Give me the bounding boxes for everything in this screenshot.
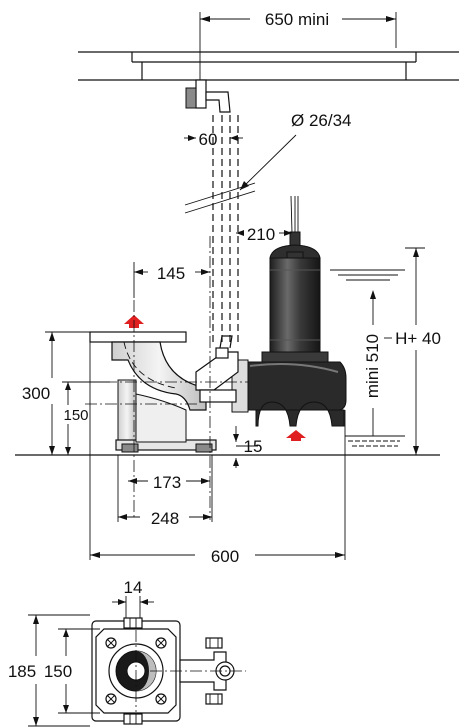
dim-label-185: 185 — [8, 662, 36, 681]
dim-label-150-side: 150 — [63, 407, 88, 424]
submersible-pump — [231, 244, 347, 427]
dim-label-145: 145 — [157, 264, 185, 283]
dim-label-150-plan: 150 — [44, 662, 72, 681]
plan-view-duckfoot: 14 — [8, 578, 246, 727]
dim-label-h40: H+ 40 — [395, 329, 441, 348]
dim-label-15: 15 — [244, 437, 263, 456]
guide-rail-bracket — [185, 79, 231, 113]
dim-150-side: 150 — [62, 381, 110, 455]
lift-cable — [289, 195, 301, 247]
dim-210: 210 — [236, 225, 292, 244]
dim-label-300: 300 — [22, 384, 50, 403]
dim-label-173: 173 — [153, 473, 181, 492]
dim-label-14: 14 — [124, 578, 143, 597]
center-lines — [85, 236, 248, 520]
ceiling-slab — [78, 51, 459, 81]
water-level-marks — [330, 269, 405, 447]
dim-label-248: 248 — [151, 509, 179, 528]
guide-pipes — [184, 115, 256, 345]
dim-pipe-diameter: Ø 26/34 — [239, 111, 352, 191]
dim-label-diameter: Ø 26/34 — [291, 111, 352, 130]
dim-145: 145 — [133, 262, 210, 298]
duckfoot-bend — [89, 331, 239, 453]
dim-mini-510: mini 510 — [363, 290, 382, 436]
dim-248: 248 — [117, 455, 213, 528]
dim-173: 173 — [128, 473, 210, 492]
dim-h-plus-40: H+ 40 — [384, 247, 441, 456]
dim-label-60: 60 — [199, 130, 218, 149]
dim-label-210: 210 — [247, 225, 275, 244]
dim-600: 600 — [89, 342, 346, 566]
dim-300: 300 — [22, 331, 90, 455]
dim-60: 60 — [184, 130, 243, 149]
dim-label-600: 600 — [211, 547, 239, 566]
dim-15: 15 — [233, 426, 262, 468]
dim-label-650: 650 mini — [265, 10, 329, 29]
dim-label-mini-510: mini 510 — [363, 334, 382, 398]
flow-arrow-inlet — [286, 430, 306, 441]
dim-650-mini: 650 mini — [199, 10, 397, 80]
